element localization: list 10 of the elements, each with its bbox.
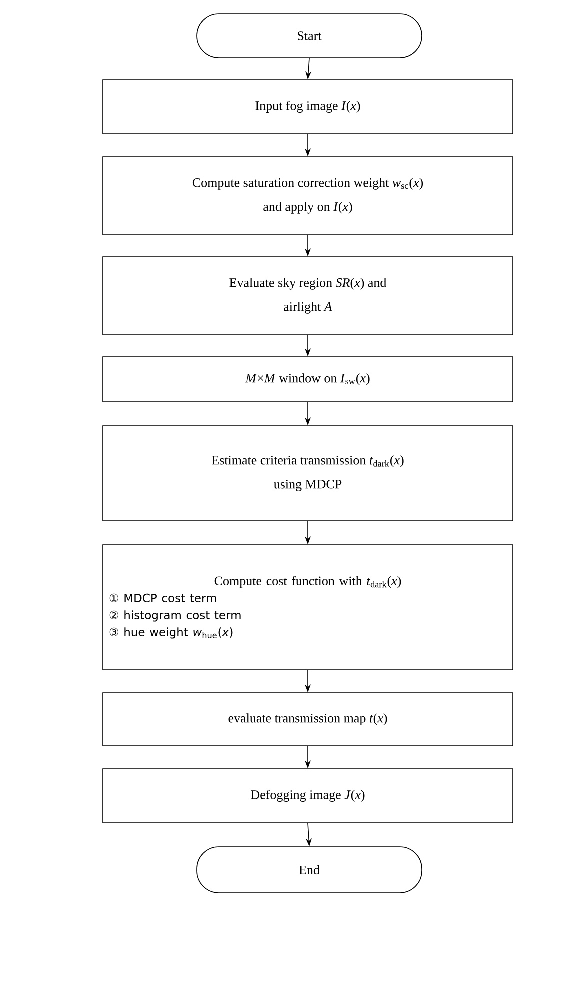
terminal-box: Start [196, 14, 422, 58]
process-box: Input fog image I(x) [102, 80, 514, 134]
process-box: Estimate criteria transmission t$_{dark}$(x) using MDCP [102, 426, 514, 522]
process-box: evaluate transmission map t(x) [102, 692, 514, 746]
process-box: Compute saturation correction weight w$_{sc}$(x) and apply on I(x) [102, 156, 514, 236]
process-box: M×M window on I$_{sw}$(x) [102, 356, 514, 402]
process-box: Defogging image J(x) [102, 768, 514, 824]
terminal-box: End [196, 846, 422, 894]
process-box: Compute cost function with t$_{dark}$(x) ① MDCP cost term ② histogram cost term ③ hue weight w$_{hue}$(x) [102, 544, 514, 670]
process-box: Evaluate sky region SR(x) and airlight A [102, 256, 514, 336]
